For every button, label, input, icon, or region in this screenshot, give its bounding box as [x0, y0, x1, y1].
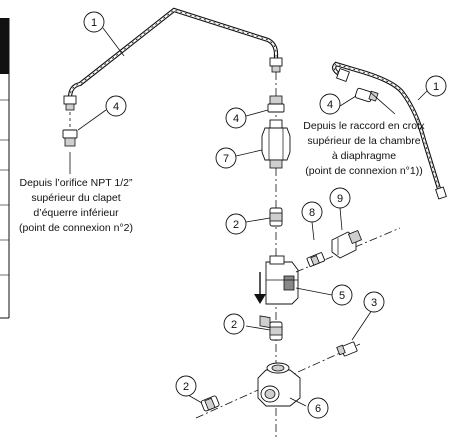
cross-fitting-5	[259, 255, 299, 329]
callout-label: 1	[91, 17, 97, 29]
nipple-2-middle	[269, 321, 283, 341]
callout-3: 3	[363, 291, 385, 313]
callout-markers: 1 1 4 4 4 7 2 8	[83, 11, 447, 419]
lower-axis-line	[195, 343, 361, 419]
callout-label: 1	[433, 81, 439, 93]
callout-2-lower: 2	[175, 375, 197, 397]
nipple-2-lower	[200, 395, 220, 412]
fitting-9	[331, 229, 363, 259]
callout-9: 9	[329, 187, 351, 209]
down-arrow-icon	[254, 272, 266, 304]
callout-4-middle: 4	[225, 107, 247, 129]
callout-1-top: 1	[83, 11, 105, 33]
callout-label: 7	[223, 153, 229, 165]
tube-right	[332, 61, 447, 200]
fitting-4-middle	[267, 95, 285, 113]
nipple-8	[306, 252, 326, 267]
callout-label: 4	[233, 113, 239, 125]
callout-label: 4	[113, 101, 119, 113]
callout-label: 9	[337, 193, 343, 205]
page-edge-fragment	[0, 18, 10, 319]
callout-label: 4	[327, 99, 333, 111]
callout-label: 2	[233, 219, 239, 231]
fitting-4-right	[354, 87, 379, 103]
note-right: Depuis le raccord en croix supérieur de …	[303, 120, 425, 177]
callout-4-left: 4	[105, 95, 127, 117]
callout-label: 6	[315, 403, 321, 415]
note-right-line: Depuis le raccord en croix	[303, 120, 425, 132]
callout-label: 2	[183, 381, 189, 393]
nipple-2-upper	[269, 207, 283, 227]
callout-5: 5	[331, 284, 353, 306]
callout-label: 2	[231, 319, 237, 331]
note-left: Depuis l’orifice NPT 1/2” supérieur du c…	[19, 177, 133, 234]
callout-label: 5	[339, 290, 345, 302]
connector-7	[261, 119, 291, 169]
tube-top	[63, 7, 283, 111]
callout-7: 7	[215, 147, 237, 169]
callout-6: 6	[307, 397, 329, 419]
callout-2-upper: 2	[225, 213, 247, 235]
callout-label: 3	[371, 297, 377, 309]
callout-1-right: 1	[425, 75, 447, 97]
leader-lines	[69, 27, 429, 407]
tee-fitting-6	[257, 362, 301, 407]
callout-2-middle: 2	[223, 313, 245, 335]
callout-label: 8	[309, 207, 315, 219]
note-right-line: supérieur de la chambre	[307, 135, 420, 147]
note-left-line: supérieur du clapet	[31, 192, 120, 204]
note-left-line: d’équerre inférieur	[33, 207, 119, 219]
note-left-line: (point de connexion n°2)	[19, 222, 133, 234]
note-right-line: (point de connexion n°1))	[305, 165, 422, 177]
note-right-line: à diaphragme	[332, 150, 396, 162]
plug-3	[336, 341, 358, 357]
fitting-4-left	[62, 112, 78, 147]
note-left-line: Depuis l’orifice NPT 1/2”	[19, 177, 133, 189]
callout-4-right: 4	[319, 93, 341, 115]
callout-8: 8	[301, 201, 323, 223]
